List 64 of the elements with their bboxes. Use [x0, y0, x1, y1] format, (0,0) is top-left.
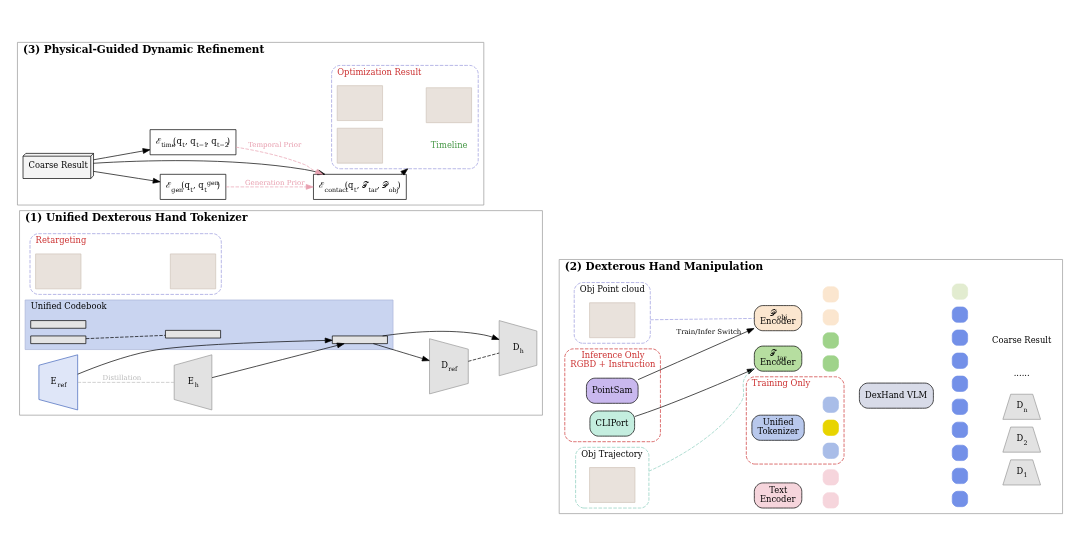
node-box — [951, 421, 968, 438]
node-box — [425, 87, 472, 123]
arrow — [77, 337, 333, 375]
cluster: Obj Point cloud — [573, 282, 651, 344]
node-box — [822, 419, 839, 436]
node-box — [170, 253, 217, 290]
node-bar — [331, 335, 388, 344]
node-box — [951, 375, 968, 392]
label: Coarse Result — [992, 335, 1052, 346]
node-box: Unified Tokenizer — [751, 414, 805, 441]
arrow — [400, 168, 409, 176]
arrow — [637, 328, 755, 380]
node-box: ℰ$_{gen}$(q$_{t}$, q$_{t}$$^{gen}$) — [159, 174, 227, 200]
node-box — [951, 283, 968, 300]
node-box — [589, 467, 636, 503]
node-bar — [30, 335, 87, 344]
node-box — [951, 398, 968, 415]
node-box: D$_{ref}$ — [429, 338, 469, 395]
node-box: 𝒫$_{obj}$ Encoder — [754, 305, 803, 332]
cluster: Retargeting — [29, 233, 222, 295]
node-box — [951, 306, 968, 323]
node-box: Text Encoder — [754, 482, 803, 509]
arrow — [634, 368, 755, 417]
node-box — [951, 352, 968, 369]
node-box — [35, 253, 82, 290]
node-box — [951, 329, 968, 346]
node-box — [951, 490, 968, 507]
node-box — [822, 286, 839, 303]
node-box: ℰ$_{time}$(q$_{t}$, q$_{t−1}$, q$_{t−2}$) — [149, 129, 237, 156]
label: ...... — [1013, 368, 1030, 379]
node-bar — [165, 330, 221, 339]
node-box: D$_{h}$ — [498, 320, 538, 377]
connector — [77, 382, 175, 383]
arrow — [93, 171, 161, 184]
node-box: CLIPort — [589, 410, 635, 437]
node-box — [822, 492, 839, 509]
node-box — [336, 85, 383, 121]
connector — [649, 318, 755, 321]
cluster: Obj Trajectory — [575, 446, 650, 509]
node-box — [822, 469, 839, 486]
node-box: 𝒯$_{tar}$ Encoder — [754, 345, 803, 372]
connector — [648, 367, 755, 472]
arrow — [211, 342, 345, 378]
node-box: DexHand VLM — [859, 382, 934, 409]
node-box: E$_{h}$ — [173, 354, 213, 411]
node-box: E$_{ref}$ — [38, 354, 78, 411]
node-box — [822, 355, 839, 372]
node-box — [822, 332, 839, 349]
arrow — [93, 148, 151, 161]
node-bar — [30, 320, 87, 329]
connector — [85, 334, 166, 339]
node-box: PointSam — [586, 377, 639, 404]
label: Timeline — [430, 139, 468, 150]
arrow — [382, 331, 500, 340]
connector — [467, 352, 500, 362]
node-box — [822, 396, 839, 413]
node-box — [822, 442, 839, 459]
arrow — [225, 184, 314, 190]
arrow — [372, 343, 430, 362]
node-box — [589, 302, 636, 339]
node-box — [822, 309, 839, 326]
node-box — [336, 127, 383, 164]
node-box — [951, 444, 968, 461]
node-box — [951, 467, 968, 484]
